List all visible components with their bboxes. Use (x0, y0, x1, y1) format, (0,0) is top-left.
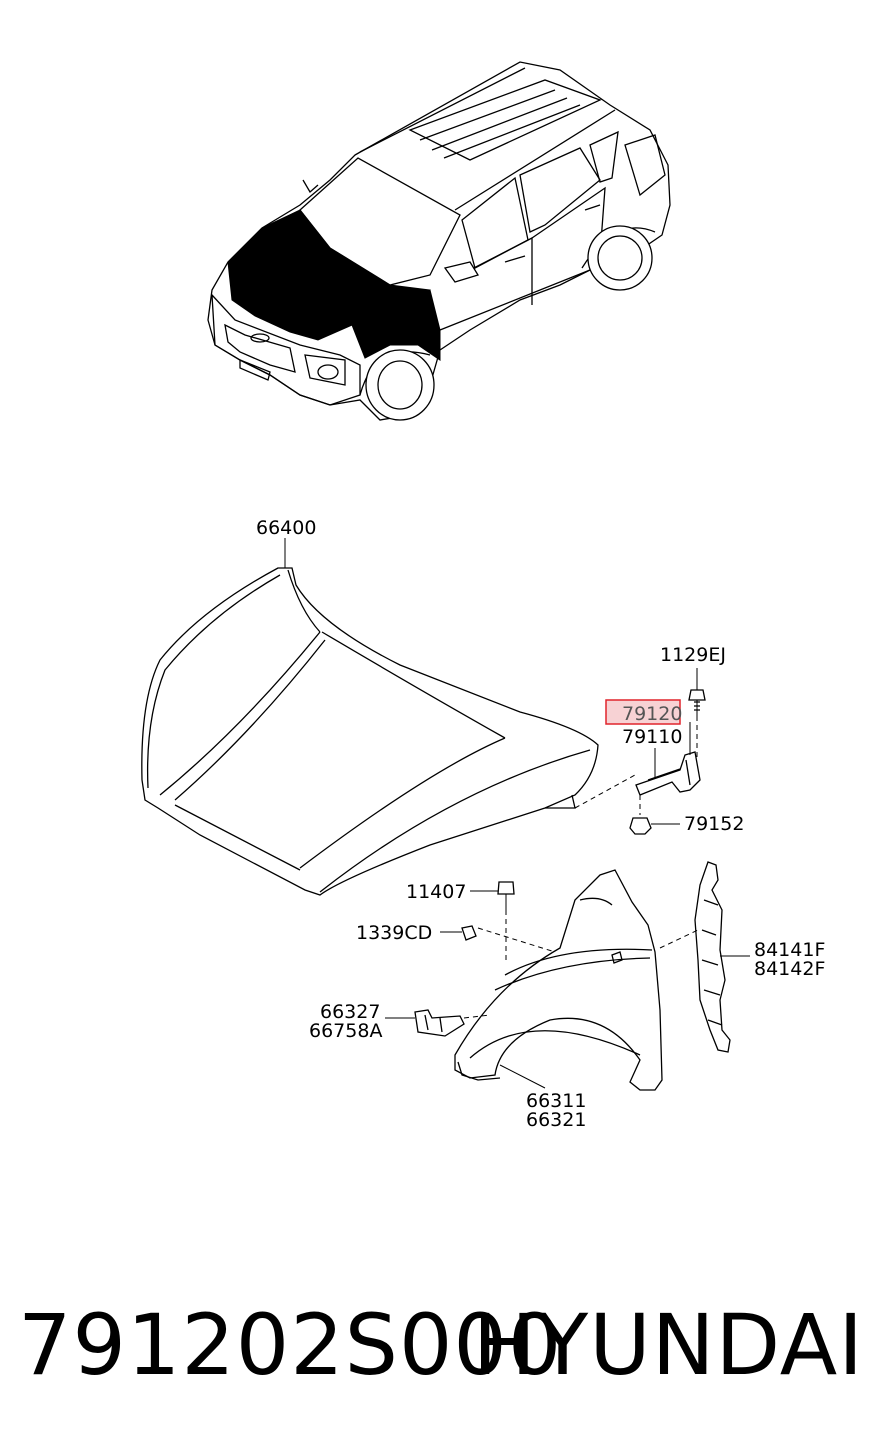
label-bracket-a: 66327 (320, 1001, 380, 1023)
label-insulator-rh: 84142F (754, 958, 825, 980)
fender-insulator (694, 861, 731, 1053)
fender-outline (454, 869, 663, 1091)
insulator-part (659, 861, 750, 1053)
fender-bracket (414, 1009, 465, 1037)
front-grille (224, 323, 296, 373)
label-fender-bolt: 11407 (406, 881, 466, 903)
car-fender-dark (351, 289, 441, 361)
label-insulator-lh: 84141F (754, 939, 825, 961)
fender-bolt-icon (497, 881, 515, 895)
side-window-rear (519, 147, 601, 233)
part-labels: 66400 1129EJ 79120 79110 79152 11407 133… (256, 517, 825, 1131)
label-fender-rh: 66321 (526, 1109, 586, 1131)
hinge-bolt-icon (688, 689, 706, 701)
side-mirror (443, 261, 479, 283)
hinge-assembly (605, 668, 706, 835)
hood-outline (141, 567, 599, 896)
label-bracket-b: 66758A (309, 1020, 382, 1042)
fender-clip-icon (461, 925, 477, 941)
front-bumper (211, 293, 361, 406)
hood-part (141, 538, 636, 896)
label-nut: 79152 (684, 813, 744, 835)
parts-diagram: 66400 1129EJ 79120 79110 79152 11407 133… (141, 61, 825, 1131)
label-hinge-lh: 79120 (622, 703, 682, 725)
car-illustration (207, 61, 671, 421)
hood-hinge (635, 751, 701, 796)
footer: 791202S000 HYUNDAI (0, 1295, 886, 1415)
label-hinge-rh: 79110 (622, 726, 682, 748)
label-hood: 66400 (256, 517, 316, 539)
highlight-box (605, 699, 681, 725)
front-wheel (365, 349, 435, 421)
roof-rail-right (454, 109, 616, 211)
fender-part (385, 869, 663, 1091)
label-clip: 1339CD (356, 922, 432, 944)
brand-title: HYUNDAI (472, 1296, 864, 1394)
part-number-title: 791202S000 (18, 1296, 563, 1394)
roof-rail-left (359, 67, 526, 153)
label-fender-lh: 66311 (526, 1090, 586, 1112)
label-bolt-top: 1129EJ (660, 644, 726, 666)
hinge-nut-icon (629, 817, 652, 835)
